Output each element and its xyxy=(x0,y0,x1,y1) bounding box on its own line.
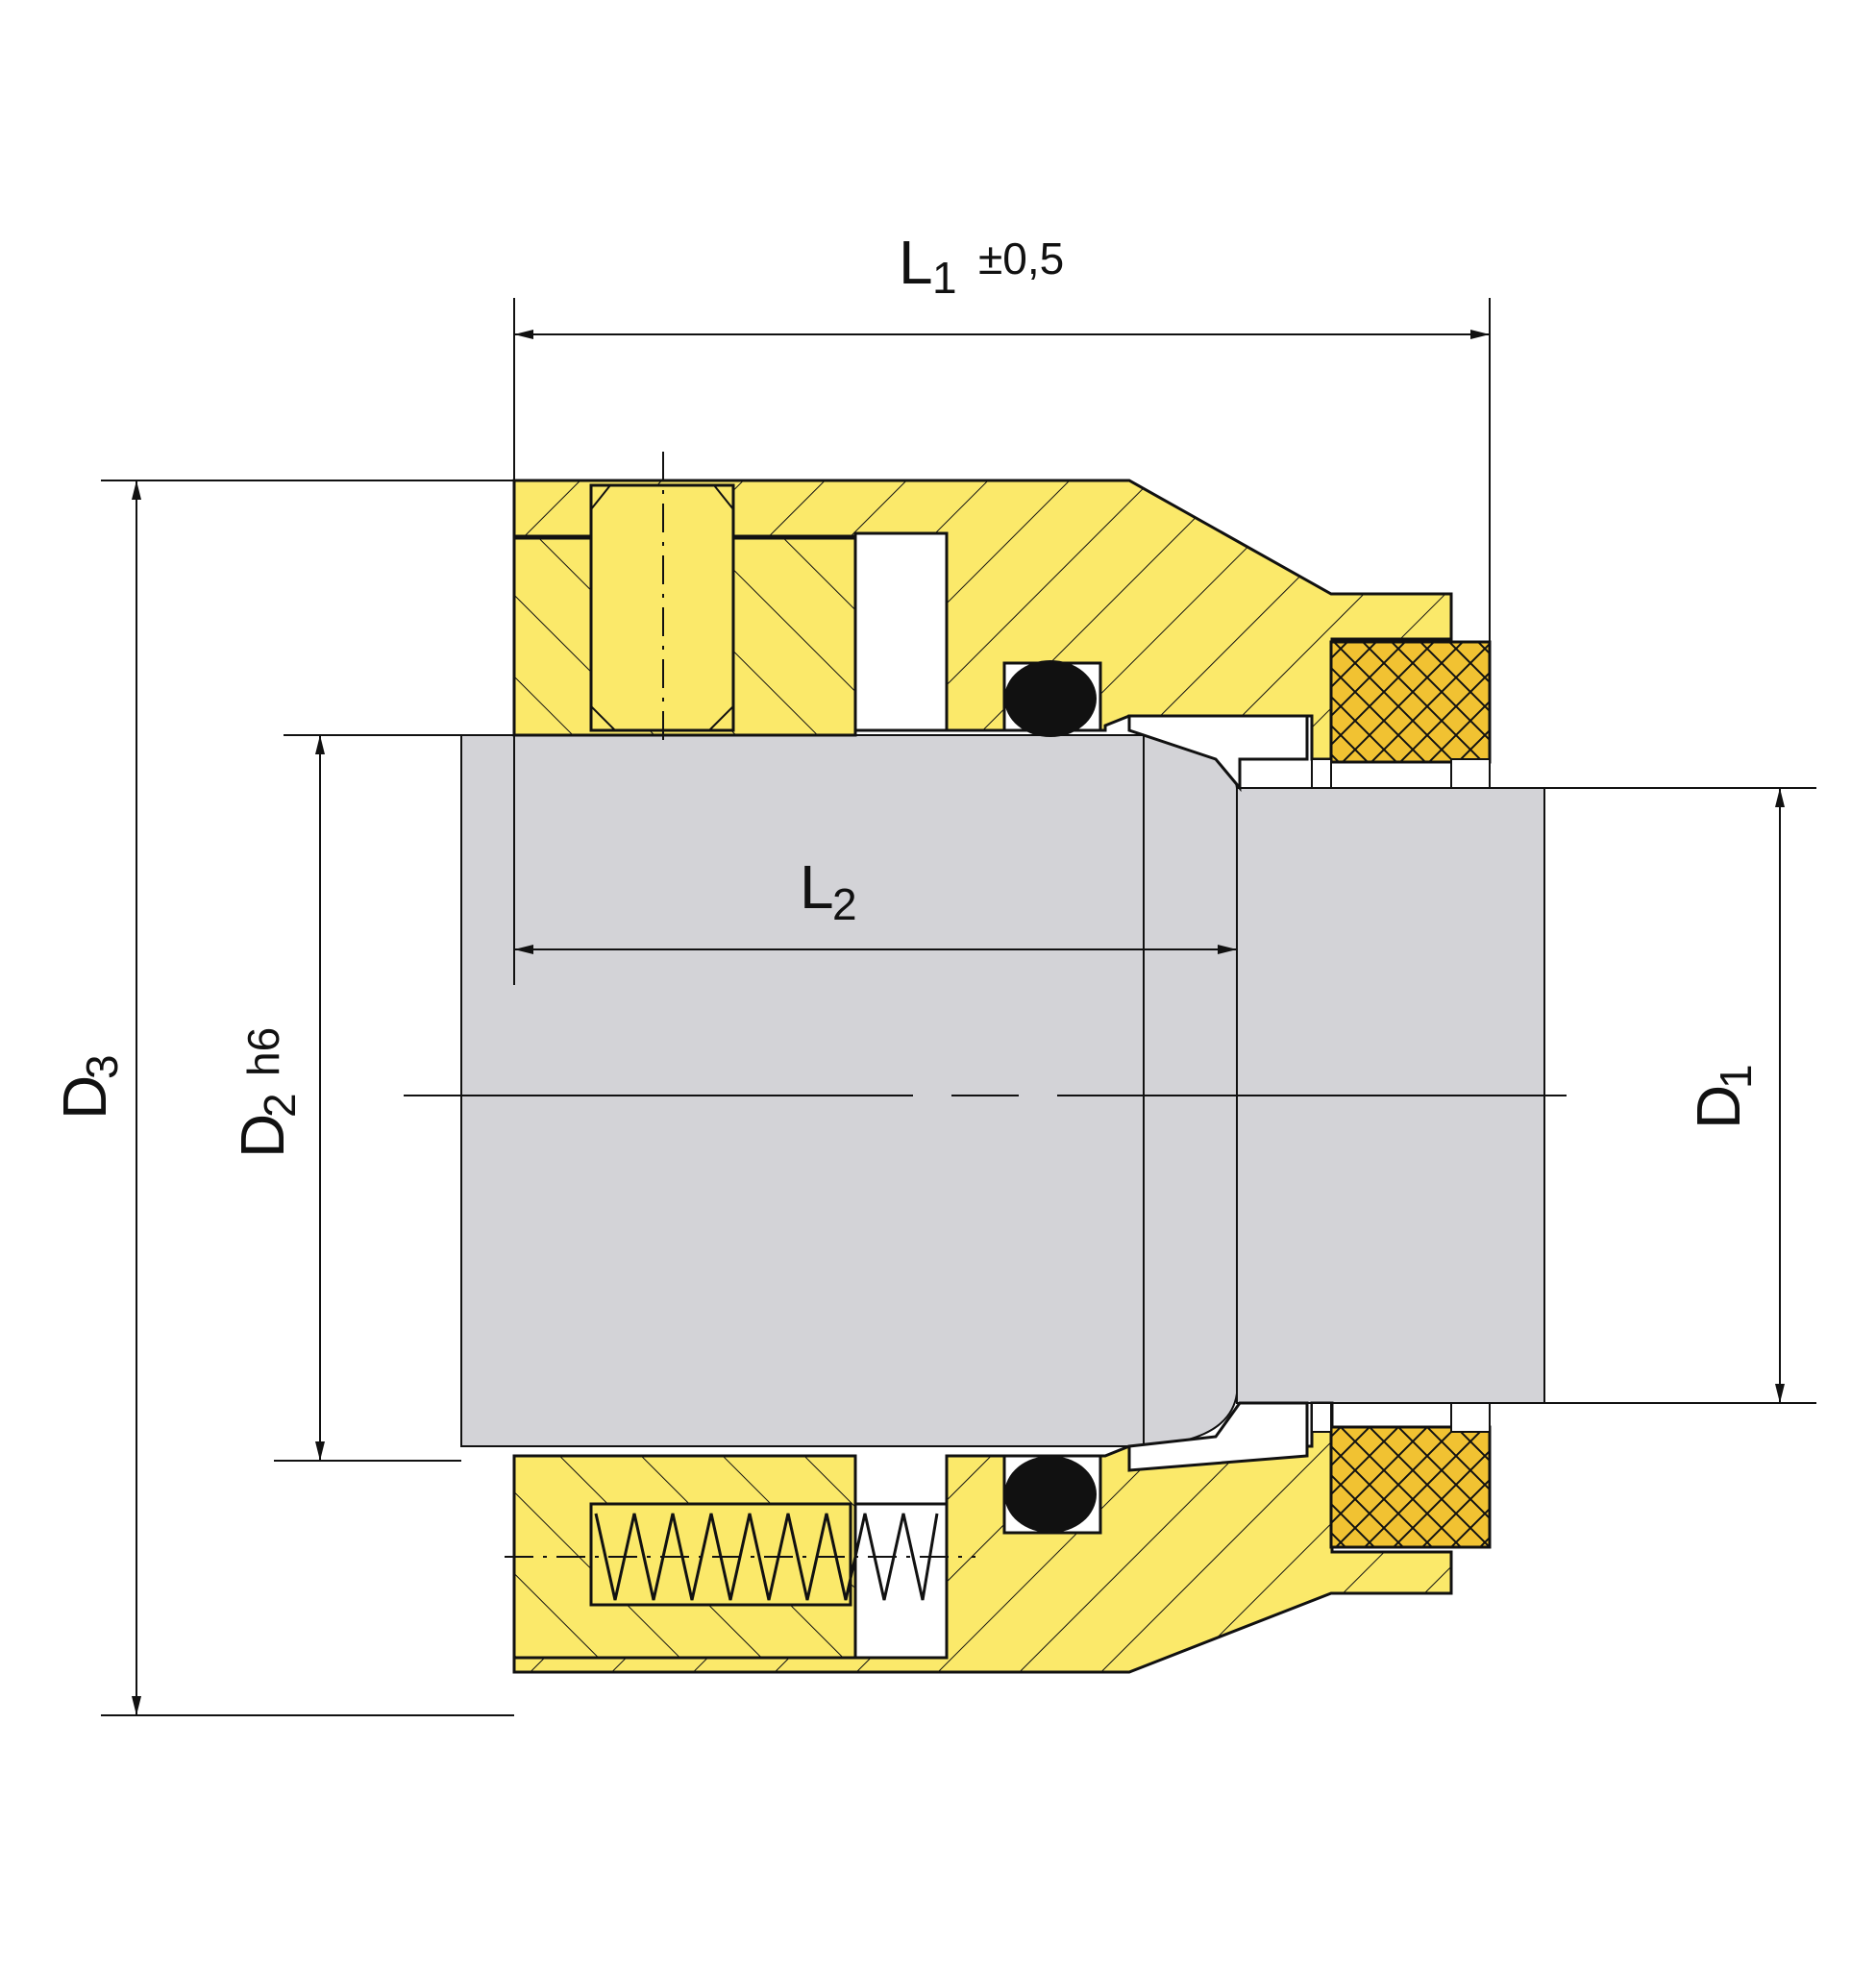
svg-text:±0,5: ±0,5 xyxy=(978,234,1064,283)
svg-text:L: L xyxy=(800,852,834,922)
lower-o-ring xyxy=(1004,1456,1097,1533)
dimension-label-d2: D 2 h6 xyxy=(228,1027,305,1158)
svg-text:2: 2 xyxy=(255,1093,305,1118)
svg-text:D: D xyxy=(1684,1085,1753,1129)
spring xyxy=(594,1513,939,1601)
l2-index: 2 xyxy=(832,879,857,929)
upper-o-ring xyxy=(1004,660,1097,737)
d1-symbol: D xyxy=(1684,1085,1753,1129)
svg-text:3: 3 xyxy=(77,1054,127,1079)
shaft-large-section xyxy=(460,734,1238,1447)
l1-index: 1 xyxy=(932,253,957,303)
svg-text:2: 2 xyxy=(832,879,857,929)
d1-index: 1 xyxy=(1711,1064,1761,1089)
l1-symbol: L xyxy=(899,228,933,297)
dimension-label-d3: D 3 xyxy=(50,1054,127,1120)
d2-symbol: D xyxy=(228,1114,297,1158)
d3-index: 3 xyxy=(77,1054,127,1079)
seal-upper-half xyxy=(512,452,1492,793)
seal-lower-half xyxy=(505,1401,1492,1674)
lower-face-gap xyxy=(1127,1401,1309,1472)
l2-symbol: L xyxy=(800,852,834,922)
upper-gap xyxy=(853,531,949,732)
svg-text:D: D xyxy=(50,1075,119,1120)
shaft xyxy=(460,734,1545,1447)
svg-text:L: L xyxy=(899,228,933,297)
dimension-lines xyxy=(101,298,1816,1716)
svg-text:1: 1 xyxy=(932,253,957,303)
l1-tolerance: ±0,5 xyxy=(978,234,1064,283)
d2-fit: h6 xyxy=(238,1027,288,1076)
d3-symbol: D xyxy=(50,1075,119,1120)
svg-text:h6: h6 xyxy=(238,1027,288,1076)
svg-text:D: D xyxy=(228,1114,297,1158)
dimension-label-l2: L 2 xyxy=(800,852,857,929)
upper-face-gap xyxy=(1127,714,1309,793)
dimension-label-d1: D 1 xyxy=(1684,1064,1761,1129)
d2-index: 2 xyxy=(255,1093,305,1118)
dimension-label-l1: L 1 ±0,5 xyxy=(899,228,1064,303)
svg-text:1: 1 xyxy=(1711,1064,1761,1089)
